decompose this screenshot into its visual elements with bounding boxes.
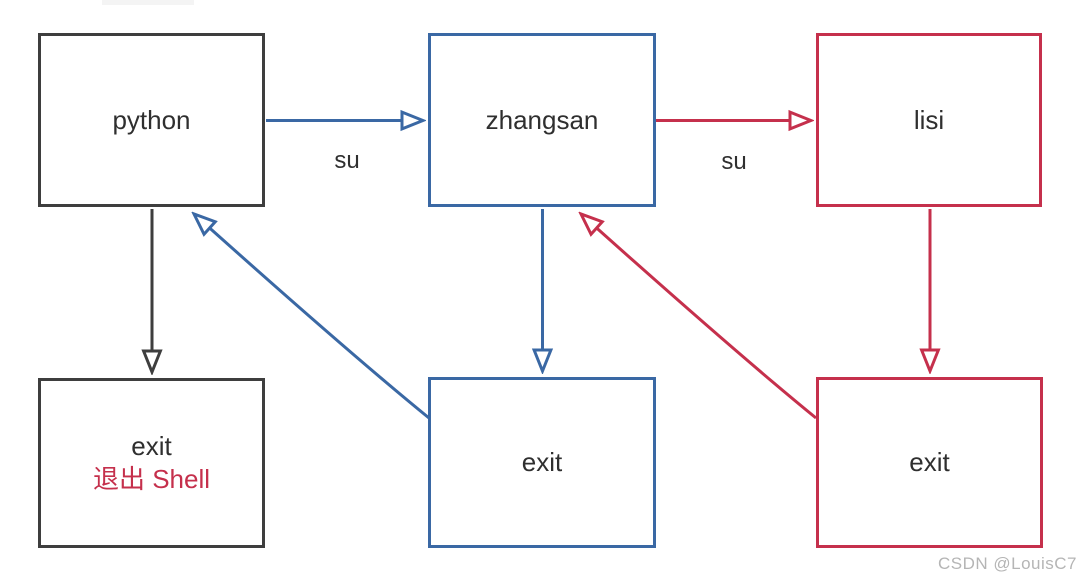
watermark: CSDN @LouisC7	[937, 554, 1077, 573]
node-zhangsan: zhangsan	[428, 33, 656, 207]
node-exit-shell-sublabel: 退出 Shell	[92, 464, 211, 494]
node-python-label: python	[112, 104, 191, 135]
node-exit-shell: exit 退出 Shell	[38, 378, 265, 548]
background-strip	[102, 0, 194, 5]
edge-label-su-1: su	[334, 147, 360, 174]
node-exit-zhangsan: exit	[428, 377, 656, 548]
node-zhangsan-label: zhangsan	[485, 104, 599, 135]
node-python: python	[38, 33, 265, 207]
node-exit-shell-label: exit	[131, 431, 172, 461]
node-lisi: lisi	[816, 33, 1042, 207]
node-exit-zhangsan-label: exit	[521, 447, 563, 477]
node-exit-lisi-label: exit	[909, 447, 950, 477]
node-exit-lisi: exit	[816, 377, 1043, 548]
edge-label-su-2: su	[721, 148, 747, 175]
node-lisi-label: lisi	[913, 104, 945, 135]
